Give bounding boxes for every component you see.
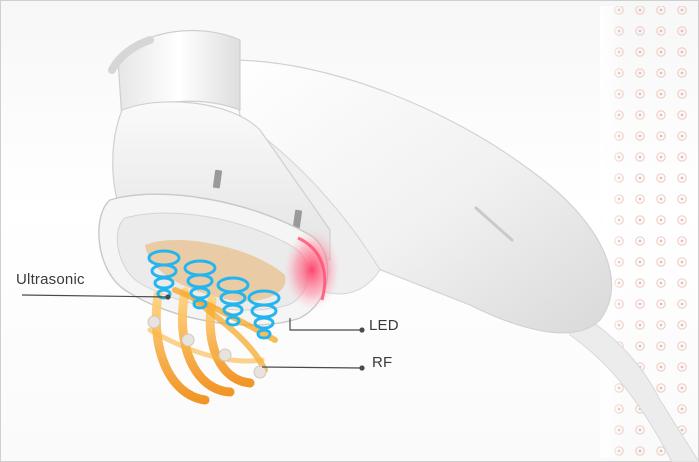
rf-leader-dot [359,365,365,371]
led-leader-dot [359,327,365,333]
rf-leader [261,366,363,369]
led-leader [289,318,362,331]
ultrasonic-leader [21,294,169,298]
rf-label: RF [372,354,393,371]
ultrasonic-label: Ultrasonic [16,271,85,288]
leader-lines [21,294,365,371]
cable [559,298,699,462]
led-glow-icon [284,230,340,310]
device-cap [108,29,241,122]
contact-pin [212,169,223,189]
ultrasonic-wave-icon [147,249,281,379]
contact-pin [292,209,303,229]
device-handle [229,59,613,334]
handle-slot [474,206,514,242]
led-label: LED [369,317,399,334]
ultrasonic-leader-dot [165,294,171,300]
